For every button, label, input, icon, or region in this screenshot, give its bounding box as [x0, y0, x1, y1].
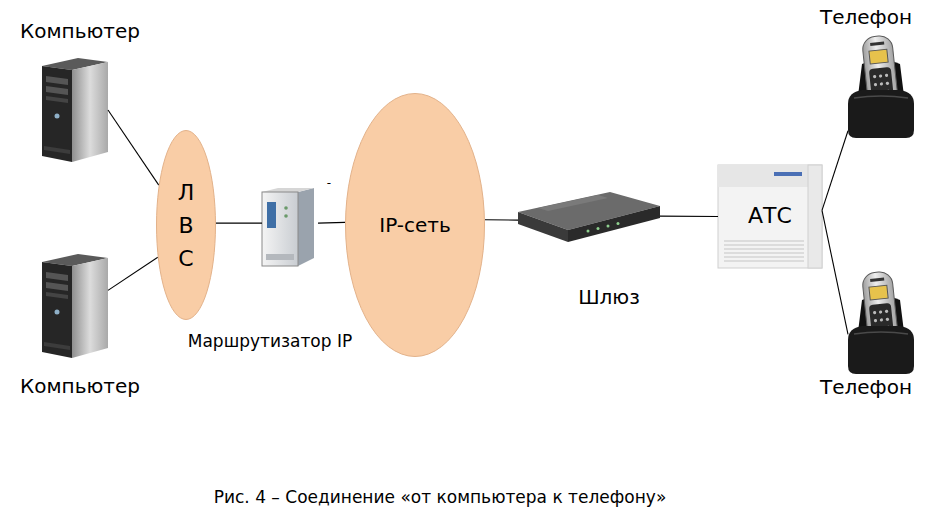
figure-caption: Рис. 4 – Соединение «от компьютера к тел…: [214, 487, 667, 507]
node-label: Компьютер: [20, 374, 140, 398]
router-node: Маршрутизатор IP: [262, 188, 318, 266]
lan-ellipse: Л В С: [156, 130, 216, 320]
connector-line: [108, 110, 159, 185]
connector-line: [822, 131, 848, 211]
phone-icon: [848, 271, 914, 374]
node-label: Л В С: [172, 176, 201, 275]
node-label: Компьютер: [20, 19, 140, 43]
node-label: Телефон: [820, 375, 912, 399]
node-label: АТС: [748, 203, 792, 229]
ip-network-ellipse: IP-сеть: [345, 93, 485, 357]
computer-node: Компьютер: [42, 58, 108, 162]
node-label: IP-сеть: [379, 213, 450, 237]
label-holder: Телефон: [820, 5, 912, 29]
phone-node: Телефон: [848, 270, 918, 374]
phone-node: Телефон: [848, 34, 918, 138]
node-label: Телефон: [820, 5, 912, 29]
connector-line: [318, 222, 345, 224]
node-text-area: АТС: [718, 165, 822, 268]
label-holder: Маршрутизатор IP: [188, 331, 352, 351]
computer-icon: [42, 254, 108, 358]
pbx-box: АТС: [718, 165, 822, 268]
connector-line: [660, 216, 718, 217]
stray-mark: -: [327, 176, 331, 190]
label-holder: Шлюз: [578, 285, 640, 309]
pbx-icon: [718, 165, 822, 268]
connector-line: [108, 257, 158, 290]
node-text-area: IP-сеть: [345, 93, 485, 357]
label-holder: Компьютер: [20, 19, 140, 43]
ellipse-shape: [346, 94, 485, 357]
router-icon: [262, 188, 314, 266]
connector-line: [216, 223, 262, 224]
computer-icon: [42, 58, 108, 162]
ellipse-shape: [157, 131, 216, 320]
gateway-icon: [518, 192, 660, 242]
node-label: Маршрутизатор IP: [188, 331, 352, 351]
computer-node: Компьютер: [42, 254, 108, 358]
connector-line: [485, 219, 518, 221]
gateway-node: Шлюз: [518, 190, 660, 248]
connector-line: [822, 210, 848, 334]
node-text-area: Л В С: [156, 130, 216, 320]
phone-icon: [848, 35, 914, 138]
label-holder: Телефон: [820, 375, 912, 399]
label-holder: Компьютер: [20, 374, 140, 398]
node-label: Шлюз: [578, 285, 640, 309]
